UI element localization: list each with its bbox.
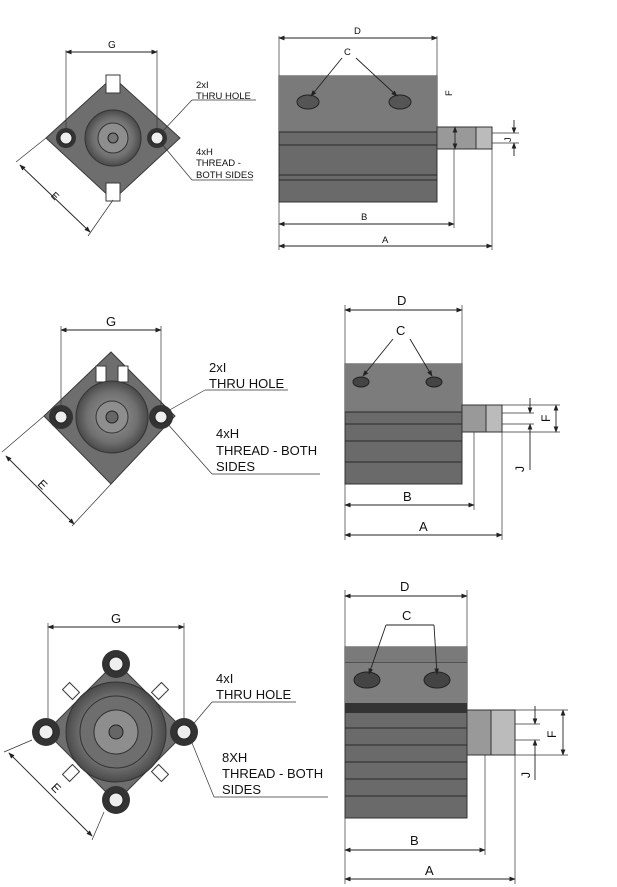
dim-e-label: E <box>48 780 64 796</box>
note-thread-sides: SIDES <box>216 459 255 474</box>
dim-e-line <box>8 752 93 837</box>
dim-a-label: A <box>419 519 428 534</box>
front-view-medium: G E 2xI THRU HOLE 4xH THREAD - BOTH SIDE… <box>1 314 320 527</box>
port-right <box>423 671 451 689</box>
dim-c-label: C <box>402 608 411 623</box>
dim-j-label: J <box>503 137 514 142</box>
dim-f-label: F <box>545 731 559 738</box>
note-thru-hole-count: 2xI <box>196 80 209 91</box>
dim-j-label: J <box>513 466 527 472</box>
dim-e-line <box>5 455 75 525</box>
dim-b-label: B <box>361 212 367 223</box>
note-thread: THREAD - BOTH <box>222 766 323 781</box>
note-thru-hole: THRU HOLE <box>209 376 284 391</box>
port-left <box>353 671 381 689</box>
dim-d-label: D <box>400 579 409 594</box>
port-left <box>296 94 320 110</box>
side-view-medium: D C F J B A <box>344 293 560 540</box>
note-thru-hole: THRU HOLE <box>216 687 291 702</box>
rod-center <box>105 410 119 424</box>
note-thread-sides: BOTH SIDES <box>196 170 254 181</box>
bottom-notch <box>105 182 121 202</box>
note-thread: THREAD - <box>196 158 241 169</box>
note-thru-hole-count: 2xI <box>209 360 226 375</box>
dim-f-label: F <box>539 415 553 422</box>
note-thru-hole-count: 4xI <box>216 671 233 686</box>
dim-b-label: B <box>403 489 412 504</box>
figure-large: G E 4xI THRU HOLE 8XH THREAD - BOTH SIDE… <box>3 579 568 884</box>
port-right <box>388 94 412 110</box>
dim-b-label: B <box>410 833 419 848</box>
dim-d-label: D <box>397 293 406 308</box>
dim-a-label: A <box>382 235 389 246</box>
front-view-large: G E 4xI THRU HOLE 8XH THREAD - BOTH SIDE… <box>3 611 328 841</box>
dim-a-label: A <box>425 863 434 878</box>
side-view-small: D C F J B A <box>278 26 519 250</box>
note-thread: THREAD - BOTH <box>216 443 317 458</box>
figure-medium: G E 2xI THRU HOLE 4xH THREAD - BOTH SIDE… <box>1 293 560 540</box>
dim-g-label: G <box>111 611 121 626</box>
dim-e-label: E <box>35 477 51 493</box>
dim-e-label: E <box>48 190 61 203</box>
mount-hole-left-inner <box>59 131 73 145</box>
port-right <box>425 376 443 388</box>
dim-d-label: D <box>354 26 361 37</box>
dim-f-label: F <box>444 90 455 96</box>
note-thread-sides: SIDES <box>222 782 261 797</box>
rod-center <box>108 724 124 740</box>
top-notch <box>105 74 121 94</box>
dim-c-label: C <box>344 47 351 58</box>
note-thread-count: 4xH <box>216 426 239 441</box>
dim-j-label: J <box>519 772 533 778</box>
note-thread-count: 4xH <box>196 147 213 158</box>
mount-hole-right-inner <box>150 131 164 145</box>
rod-center <box>107 132 119 144</box>
note-thru-hole: THRU HOLE <box>196 91 251 102</box>
note-thread-count: 8XH <box>222 750 247 765</box>
dim-g-label: G <box>106 314 116 329</box>
dim-e-line <box>19 164 91 233</box>
dim-g-label: G <box>108 40 116 51</box>
port-left <box>352 376 370 388</box>
dim-c-label: C <box>396 323 405 338</box>
side-view-large: D C F J B A <box>344 579 568 884</box>
front-view-small: G E 2xI THRU HOLE 4xH THREAD - BOTH SIDE… <box>15 40 256 237</box>
figure-small: G E 2xI THRU HOLE 4xH THREAD - BOTH SIDE… <box>15 26 519 250</box>
